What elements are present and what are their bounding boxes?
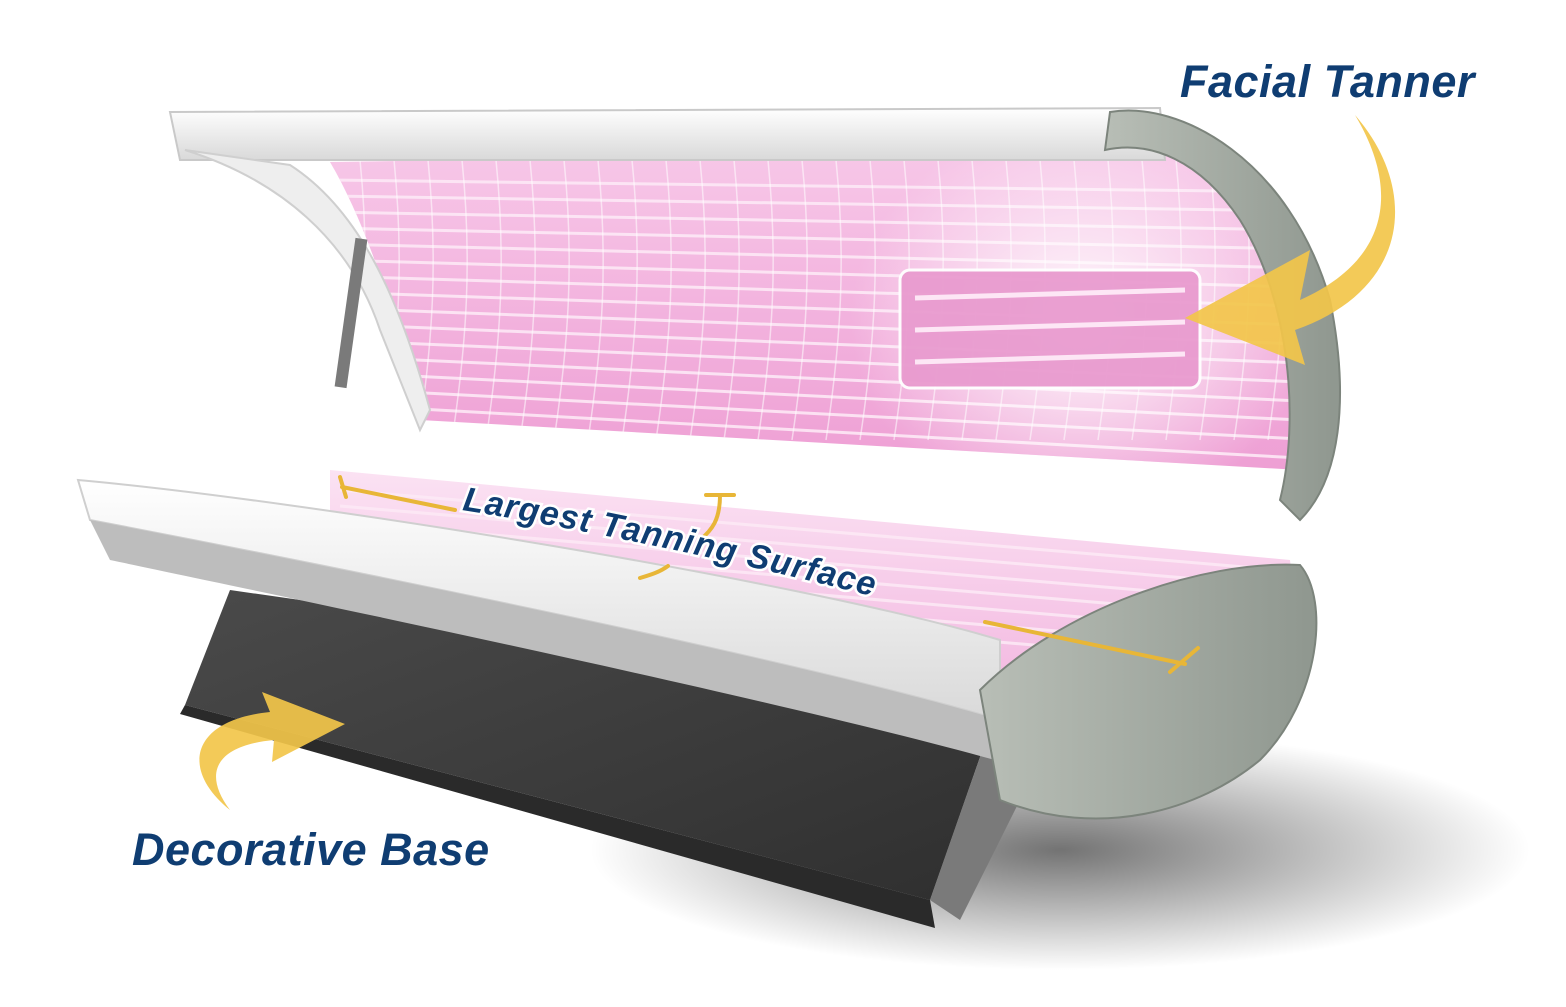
- facial-tanner-panel: [898, 268, 1202, 390]
- canopy-end-cap: [1103, 109, 1341, 522]
- decorative-base-label: Decorative Base: [132, 824, 490, 875]
- lower-bed: [76, 470, 1318, 820]
- decorative-base-arrow-icon: [199, 692, 345, 810]
- facial-tanner-arrow-icon: [1185, 115, 1396, 365]
- facial-tanner-label: Facial Tanner: [1180, 56, 1475, 107]
- tanning-surface-bracket: [338, 475, 1200, 674]
